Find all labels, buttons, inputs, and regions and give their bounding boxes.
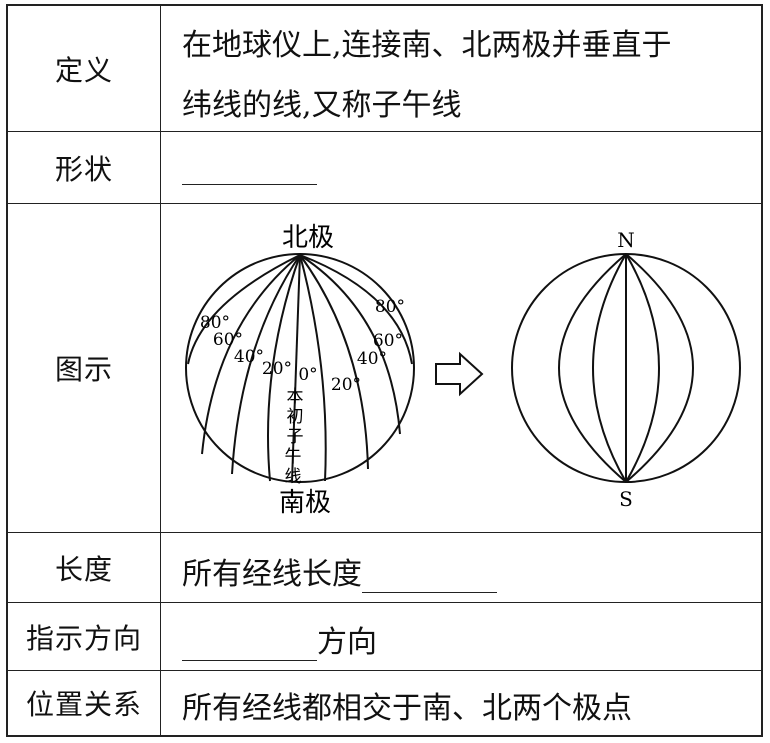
row-definition: 定义 在地球仪上,连接南、北两极并垂直于 纬线的线,又称子午线 xyxy=(8,6,761,132)
deg-e20: 20° xyxy=(331,375,361,395)
left-globe-outline xyxy=(185,253,415,483)
meridian-e80 xyxy=(299,254,413,365)
right-meridian-left-1 xyxy=(592,253,627,483)
left-globe xyxy=(185,253,415,483)
diagram-cell: 北极 南极 80° 60° 40° 20° 0° 80° 60° 40° 20°… xyxy=(160,204,761,532)
position-cell: 所有经线都相交于南、北两个极点 xyxy=(160,671,761,735)
meridian-0 xyxy=(291,254,301,482)
deg-0: 0° xyxy=(298,365,317,385)
meridian-table: 定义 在地球仪上,连接南、北两极并垂直于 纬线的线,又称子午线 形状 图示 xyxy=(6,4,763,737)
meridian-e20 xyxy=(299,254,327,482)
deg-e40: 40° xyxy=(357,349,387,369)
deg-w40: 40° xyxy=(234,347,264,367)
row-direction: 指示方向 方向 xyxy=(8,603,761,671)
meridian-e60 xyxy=(299,254,401,435)
prime-meridian-char-5: 线 xyxy=(285,467,302,487)
definition-label: 定义 xyxy=(8,6,161,131)
deg-w80: 80° xyxy=(200,313,230,333)
right-globe xyxy=(511,253,741,483)
right-meridian-right-1 xyxy=(625,253,660,483)
length-cell: 所有经线长度 xyxy=(160,533,761,602)
shape-cell xyxy=(160,132,761,203)
globe-diagram: 北极 南极 80° 60° 40° 20° 0° 80° 60° 40° 20°… xyxy=(185,223,741,518)
n-label: N xyxy=(617,228,635,252)
position-text: 所有经线都相交于南、北两个极点 xyxy=(182,691,632,726)
definition-line-2: 纬线的线,又称子午线 xyxy=(182,88,462,123)
shape-blank xyxy=(182,156,317,185)
shape-label: 形状 xyxy=(8,132,161,203)
length-label: 长度 xyxy=(8,533,161,602)
direction-cell: 方向 xyxy=(160,603,761,670)
position-label: 位置关系 xyxy=(8,671,161,735)
prime-meridian-char-4: 午 xyxy=(285,447,302,467)
row-diagram: 图示 北极 南极 80° xyxy=(8,204,761,533)
north-pole-label: 北极 xyxy=(282,223,334,253)
prime-meridian-char-1: 本 xyxy=(287,387,304,407)
meridian-e40 xyxy=(299,254,369,470)
diagram-label: 图示 xyxy=(8,204,161,532)
meridian-w60 xyxy=(201,254,301,455)
meridian-w40 xyxy=(231,254,301,475)
arrow-right-icon xyxy=(435,351,484,397)
direction-label: 指示方向 xyxy=(8,603,161,670)
deg-e60: 60° xyxy=(373,331,403,351)
row-position: 位置关系 所有经线都相交于南、北两个极点 xyxy=(8,671,761,735)
deg-w60: 60° xyxy=(213,330,243,350)
south-pole-label: 南极 xyxy=(279,488,331,518)
meridian-w80 xyxy=(187,254,301,365)
deg-w20: 20° xyxy=(262,359,292,379)
row-shape: 形状 xyxy=(8,132,761,204)
right-meridian-right-2 xyxy=(625,253,694,483)
definition-line-1: 在地球仪上,连接南、北两极并垂直于 xyxy=(182,28,672,63)
deg-e80: 80° xyxy=(375,297,405,317)
direction-blank xyxy=(182,632,317,661)
definition-cell: 在地球仪上,连接南、北两极并垂直于 纬线的线,又称子午线 xyxy=(160,6,761,131)
right-meridian-left-2 xyxy=(558,253,627,483)
prime-meridian-char-2: 初 xyxy=(287,407,304,427)
length-blank xyxy=(362,564,497,593)
row-length: 长度 所有经线长度 xyxy=(8,533,761,603)
prime-meridian-char-3: 子 xyxy=(287,427,304,447)
s-label: S xyxy=(619,487,633,511)
meridian-w20 xyxy=(267,254,301,482)
length-text: 所有经线长度 xyxy=(182,557,362,592)
direction-text: 方向 xyxy=(317,625,377,660)
